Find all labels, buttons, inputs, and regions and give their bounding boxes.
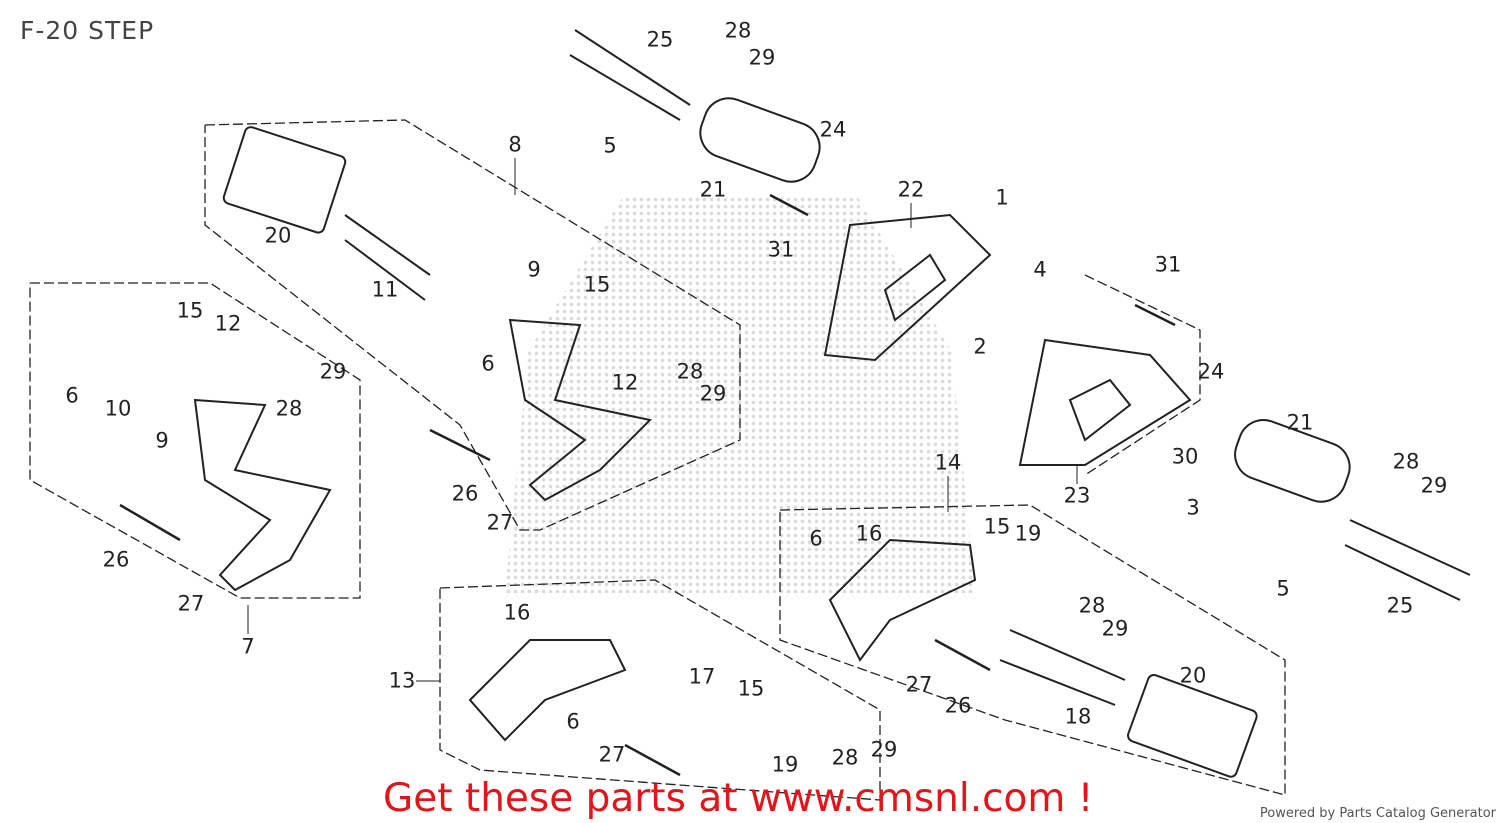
callout-number: 14	[934, 450, 962, 475]
callout-number: 29	[319, 359, 347, 384]
callout-number: 6	[566, 709, 580, 734]
callout-number: 15	[737, 676, 765, 701]
callout-number: 27	[905, 672, 933, 697]
footer-link[interactable]: Get these parts at www.cmsnl.com !	[383, 776, 1094, 821]
callout-number: 21	[699, 177, 727, 202]
holder-13	[468, 538, 977, 742]
callout-number: 27	[486, 510, 514, 535]
callout-number: 20	[1179, 663, 1207, 688]
callout-number: 16	[855, 521, 883, 546]
callout-number: 22	[897, 177, 925, 202]
diagram-title: F-20 STEP	[20, 16, 155, 45]
callout-number: 25	[646, 27, 674, 52]
callout-number: 29	[870, 737, 898, 762]
callout-number: 27	[177, 591, 205, 616]
callout-number: 7	[241, 634, 255, 659]
callout-number: 28	[831, 745, 859, 770]
callout-number: 19	[1014, 521, 1042, 546]
callout-number: 1	[995, 185, 1009, 210]
callout-number: 2	[973, 334, 987, 359]
bracket-23	[1018, 338, 1192, 466]
callout-number: 20	[264, 223, 292, 248]
callout-number: 15	[176, 298, 204, 323]
callout-number: 3	[1186, 495, 1200, 520]
callout-number: 31	[767, 237, 795, 262]
leader-lines	[247, 158, 1078, 682]
callout-number: 6	[481, 351, 495, 376]
callout-number: 10	[104, 396, 132, 421]
callout-number: 31	[1154, 252, 1182, 277]
callout-number: 16	[503, 600, 531, 625]
callout-number: 15	[583, 272, 611, 297]
callout-number: 24	[1197, 359, 1225, 384]
callout-number: 21	[1286, 410, 1314, 435]
callout-number: 28	[1392, 449, 1420, 474]
callout-number: 29	[699, 381, 727, 406]
callout-number: 4	[1033, 257, 1047, 282]
callout-number: 12	[611, 370, 639, 395]
callout-number: 9	[155, 428, 169, 453]
callout-number: 13	[388, 668, 416, 693]
callout-number: 11	[371, 277, 399, 302]
callout-number: 17	[688, 664, 716, 689]
callout-number: 6	[65, 383, 79, 408]
callout-number: 28	[1078, 593, 1106, 618]
callout-number: 28	[676, 359, 704, 384]
callout-number: 29	[748, 45, 776, 70]
callout-number: 8	[508, 132, 522, 157]
bracket-22	[823, 213, 992, 362]
group-outlines	[29, 119, 1286, 801]
callout-number: 26	[944, 693, 972, 718]
footpeg-left	[222, 126, 431, 301]
callout-number: 5	[1276, 576, 1290, 601]
callout-number: 6	[809, 526, 823, 551]
callout-number: 30	[1171, 444, 1199, 469]
callout-number: 26	[102, 547, 130, 572]
callout-number: 28	[275, 396, 303, 421]
footpeg-right	[1234, 419, 1471, 601]
bolts	[119, 193, 1176, 777]
callout-number: 29	[1420, 473, 1448, 498]
callout-number: 18	[1064, 704, 1092, 729]
callout-number: 12	[214, 311, 242, 336]
callout-number: 24	[819, 117, 847, 142]
callout-number: 19	[771, 752, 799, 777]
callout-number: 28	[724, 18, 752, 43]
callout-number: 27	[598, 742, 626, 767]
callout-number: 29	[1101, 616, 1129, 641]
callout-number: 23	[1063, 483, 1091, 508]
callout-number: 5	[603, 133, 617, 158]
footpeg-upper	[569, 29, 821, 183]
callout-number: 26	[451, 481, 479, 506]
callout-number: 25	[1386, 593, 1414, 618]
callout-number: 15	[983, 514, 1011, 539]
footpeg-lower	[999, 629, 1258, 778]
callout-number: 9	[527, 257, 541, 282]
powered-by-text: Powered by Parts Catalog Generator	[1259, 806, 1496, 821]
stay-9	[193, 318, 653, 592]
